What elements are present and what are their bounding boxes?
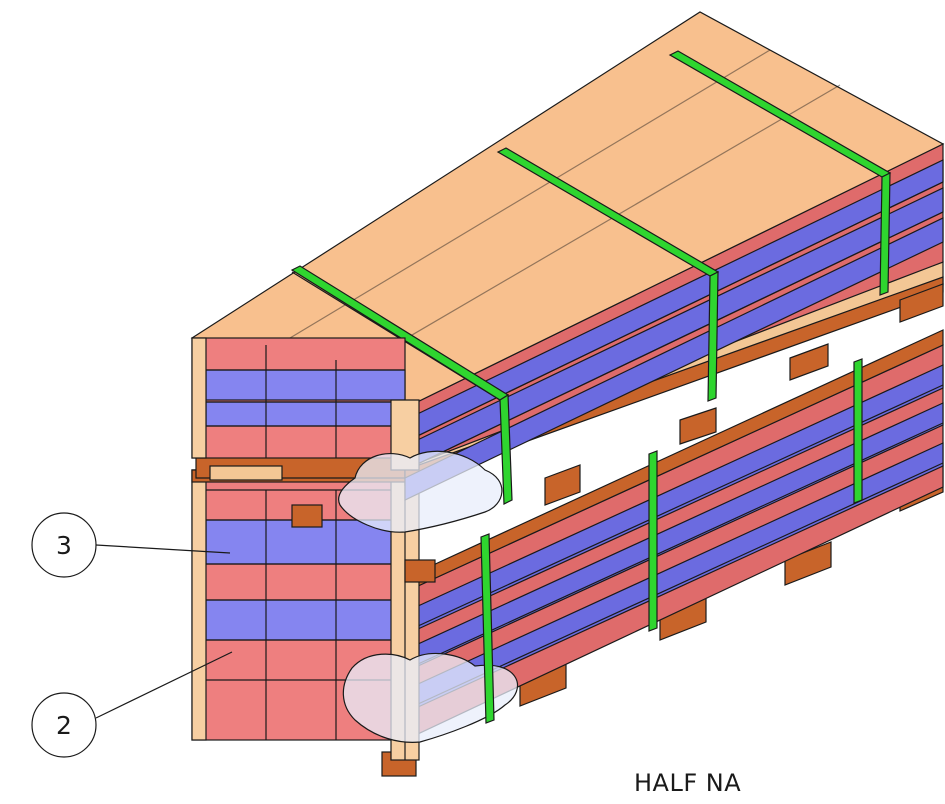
strap	[707, 271, 719, 402]
callout-3-label: 3	[56, 531, 72, 560]
strap	[853, 358, 863, 504]
strap	[499, 393, 513, 505]
pallet-foot	[784, 541, 832, 586]
callout-2-label: 2	[56, 711, 72, 740]
corner-board	[191, 337, 207, 459]
stretch-film	[338, 450, 503, 533]
callout-2: 2	[31, 651, 233, 758]
callout-3: 3	[31, 512, 231, 578]
strap	[879, 172, 891, 296]
stretch-film	[342, 652, 519, 743]
strap	[648, 450, 658, 632]
strap	[480, 533, 495, 724]
upper-stack	[190, 11, 945, 533]
corner-board	[191, 469, 207, 741]
drawing-caption: HALF NA	[634, 769, 741, 797]
